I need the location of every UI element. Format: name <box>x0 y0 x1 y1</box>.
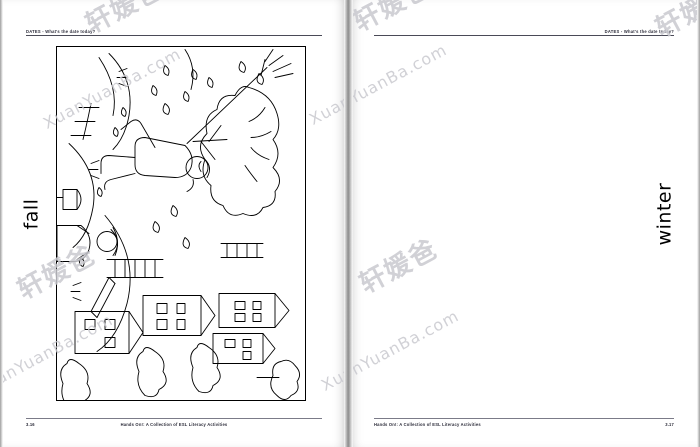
page-left: DATES - What's the date today? fall <box>0 0 348 447</box>
page-number-left: 3.16 <box>26 422 35 427</box>
header-text-right: DATES - What's the date today? <box>604 29 674 34</box>
header-text-left: DATES - What's the date today? <box>26 29 96 34</box>
season-label-winter: winter <box>653 182 676 246</box>
running-foot-left: 3.16 Hands On!: A Collection of ESL Lite… <box>26 418 322 430</box>
season-label-fall: fall <box>20 198 43 230</box>
footer-book-title-right: Hands On!: A Collection of ESL Literacy … <box>374 422 481 427</box>
illustration-fall <box>57 47 305 400</box>
header-rule-right <box>374 35 674 36</box>
footer-rule-right <box>374 418 674 419</box>
running-foot-right: Hands On!: A Collection of ESL Literacy … <box>374 418 674 430</box>
page-number-right: 3.17 <box>665 422 674 427</box>
footer-rule-left <box>26 418 322 419</box>
running-head-left: DATES - What's the date today? <box>26 24 322 36</box>
page-right: DATES - What's the date today? winter <box>348 0 700 447</box>
running-head-right: DATES - What's the date today? <box>374 24 674 36</box>
page-edge-right <box>697 0 700 447</box>
page-edge-left <box>0 0 3 447</box>
footer-book-title-left: Hands On!: A Collection of ESL Literacy … <box>120 422 228 427</box>
header-rule-left <box>26 35 322 36</box>
illustration-frame-fall <box>56 46 306 401</box>
